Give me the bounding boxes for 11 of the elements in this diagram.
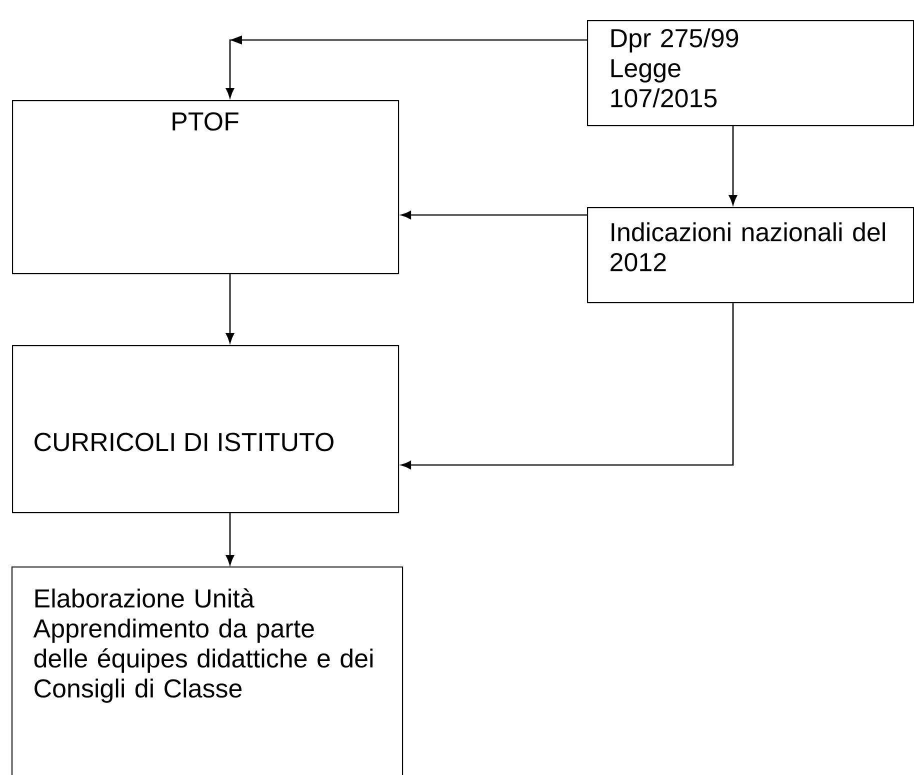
arrow <box>226 274 234 344</box>
process-box: PTOF <box>12 100 400 274</box>
process-box: CURRICOLI DI ISTITUTO <box>12 345 400 514</box>
arrow <box>401 210 587 220</box>
process-box: Indicazioni nazionali del 2012 <box>587 207 914 304</box>
arrow <box>226 36 587 98</box>
process-box: Elaborazione Unità Apprendimento da parte delle équipes didattiche e dei Consigli di Classe <box>11 566 404 775</box>
arrow <box>728 126 738 206</box>
arrow <box>226 513 234 566</box>
arrow <box>401 303 734 470</box>
process-box: Dpr 275/99 Legge 107/2015 <box>587 20 914 126</box>
